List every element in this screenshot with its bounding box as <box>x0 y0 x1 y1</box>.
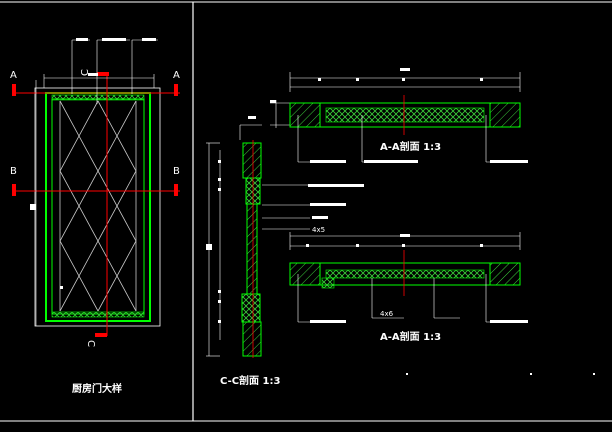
marker-a-left: A <box>10 70 17 81</box>
note-small-1: 4x5 <box>312 226 325 234</box>
sheet-border <box>0 1 612 422</box>
section-aa-top-title: A-A剖面 1:3 <box>380 140 441 153</box>
bottom-rail <box>51 311 145 318</box>
marker-c-top: C <box>80 69 91 76</box>
leader-tags <box>30 38 156 289</box>
section-marker-bars <box>12 72 178 337</box>
diamond-lattice <box>59 100 137 312</box>
section-aa-top <box>270 68 528 163</box>
section-marker-labels: A A B B C C <box>10 69 180 347</box>
top-rail <box>51 94 145 101</box>
marker-b-left: B <box>10 166 17 177</box>
door-frame-inner <box>51 98 145 315</box>
section-cc-title: C-C剖面 1:3 <box>220 374 280 387</box>
marker-b-right: B <box>173 166 180 177</box>
note-small-2: 4x6 <box>380 310 394 318</box>
stray-dots <box>406 373 595 375</box>
marker-c-bottom: C <box>85 340 96 347</box>
marker-a-right: A <box>173 70 180 81</box>
section-cc: 4x5 <box>206 116 364 358</box>
section-aa-bottom-title: A-A剖面 1:3 <box>380 330 441 343</box>
left-panel-title: 厨房门大样 <box>72 382 122 395</box>
door-elevation <box>12 38 180 337</box>
section-aa-bottom: 4x6 <box>289 232 528 323</box>
section-cut-lines <box>14 75 180 336</box>
door-outer-outline <box>34 87 161 327</box>
